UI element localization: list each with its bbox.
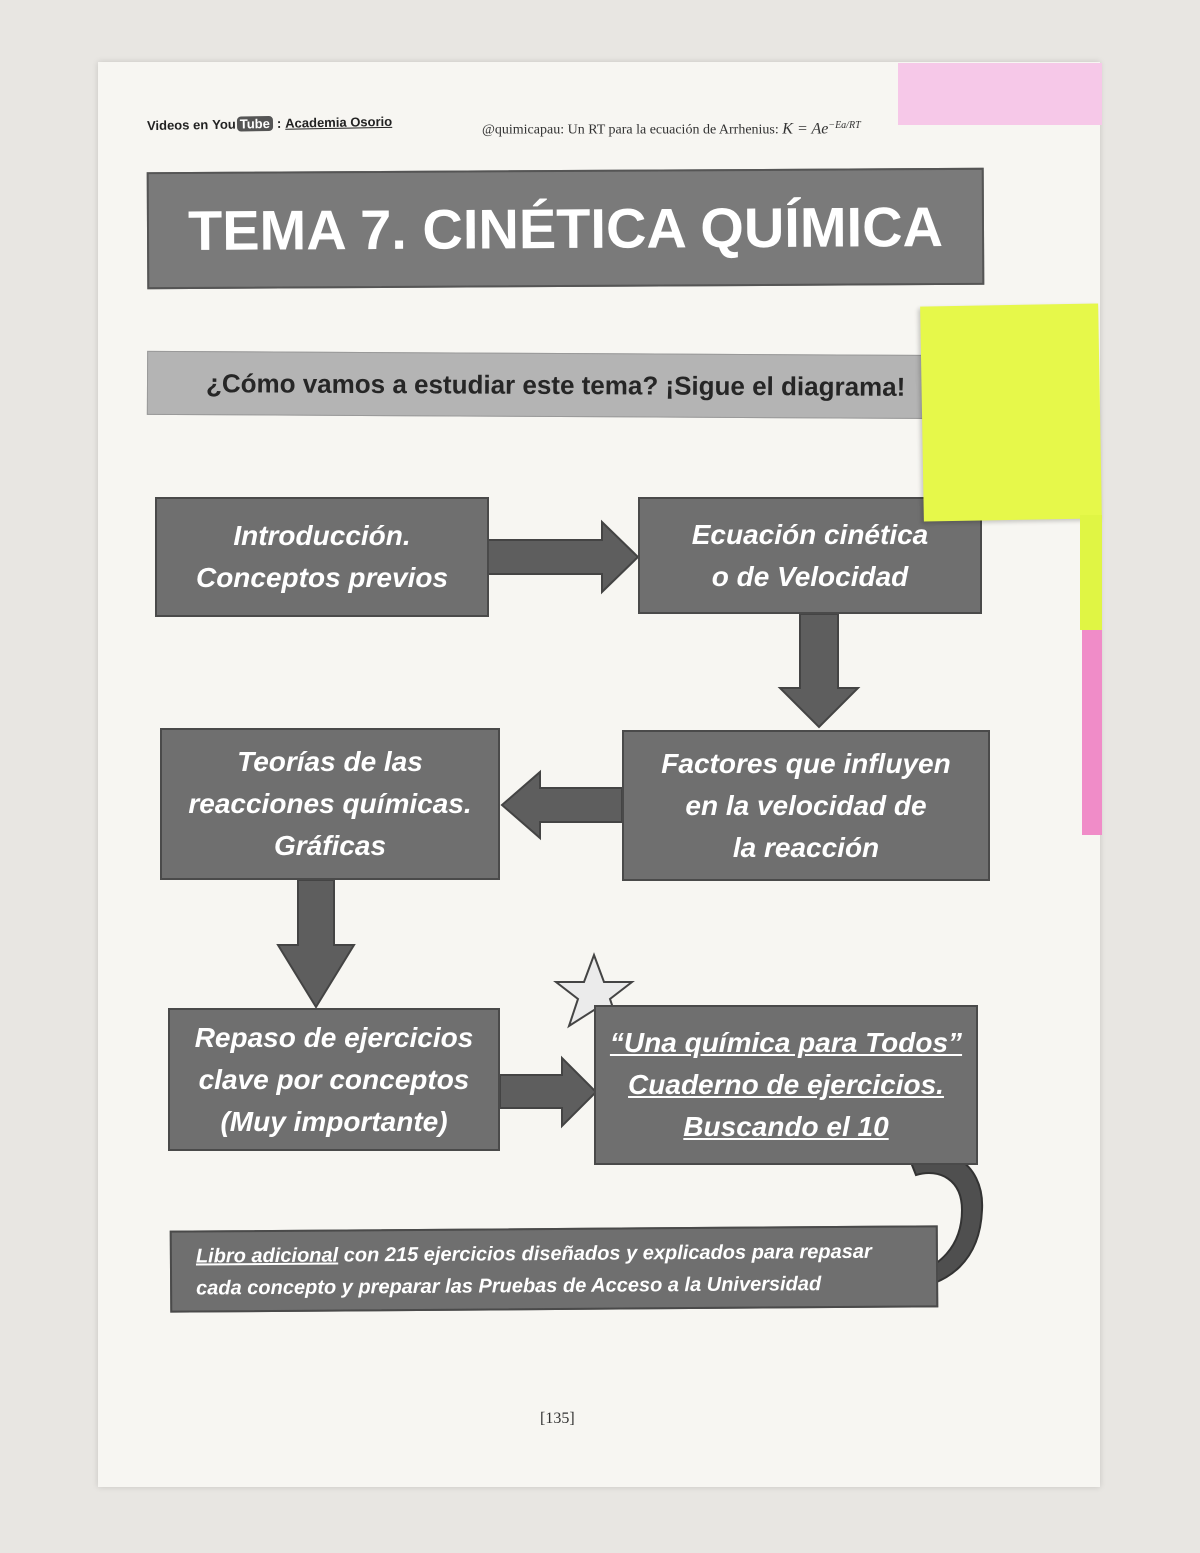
arrhenius-formula: K = Ae [782, 120, 829, 138]
box-cuaderno: “Una química para Todos” Cuaderno de eje… [594, 1005, 978, 1165]
box-repaso: Repaso de ejercicios clave por conceptos… [168, 1008, 500, 1151]
channel-name[interactable]: Academia Osorio [285, 113, 393, 131]
cuaderno-title-link[interactable]: “Una química para Todos” [609, 1027, 963, 1058]
banner-line-1: Libro adicional con 215 ejercicios diseñ… [195, 1240, 872, 1268]
subtitle-text: ¿Cómo vamos a estudiar este tema? ¡Sigue… [205, 367, 906, 402]
pink-sticky-note-top [898, 63, 1102, 125]
videos-label: Videos en [146, 117, 209, 134]
page-title: TEMA 7. CINÉTICA QUÍMICA [187, 195, 944, 262]
header-arrhenius-note: @quimicapau: Un RT para la ecuación de A… [482, 120, 861, 139]
arrhenius-text: @quimicapau: Un RT para la ecuación de A… [482, 122, 779, 138]
cuaderno-tagline-link[interactable]: Buscando el 10 [683, 1111, 889, 1142]
yellow-sticky-note [920, 303, 1102, 522]
cuaderno-subtitle-link[interactable]: Cuaderno de ejercicios. [628, 1069, 944, 1100]
pink-sticky-note-side [1082, 630, 1102, 835]
box-ecuacion-cinetica: Ecuación cinética o de Velocidad [638, 497, 982, 614]
additional-book-link[interactable]: Libro adicional [195, 1244, 339, 1268]
yellow-sticky-note-tab [1080, 515, 1102, 630]
channel-separator: : [276, 115, 282, 131]
box-introduccion: Introducción. Conceptos previos [155, 497, 489, 617]
additional-book-banner: Libro adicional con 215 ejercicios diseñ… [169, 1225, 939, 1313]
box-factores: Factores que influyen en la velocidad de… [622, 730, 990, 881]
title-banner: TEMA 7. CINÉTICA QUÍMICA [146, 167, 985, 290]
subtitle-banner: ¿Cómo vamos a estudiar este tema? ¡Sigue… [146, 350, 970, 420]
arrhenius-exponent: −Ea/RT [828, 120, 861, 131]
banner-line-2: cada concepto y preparar las Pruebas de … [196, 1273, 822, 1300]
box-teorias: Teorías de las reacciones químicas. Gráf… [160, 728, 500, 880]
page-number: [135] [540, 1410, 575, 1427]
